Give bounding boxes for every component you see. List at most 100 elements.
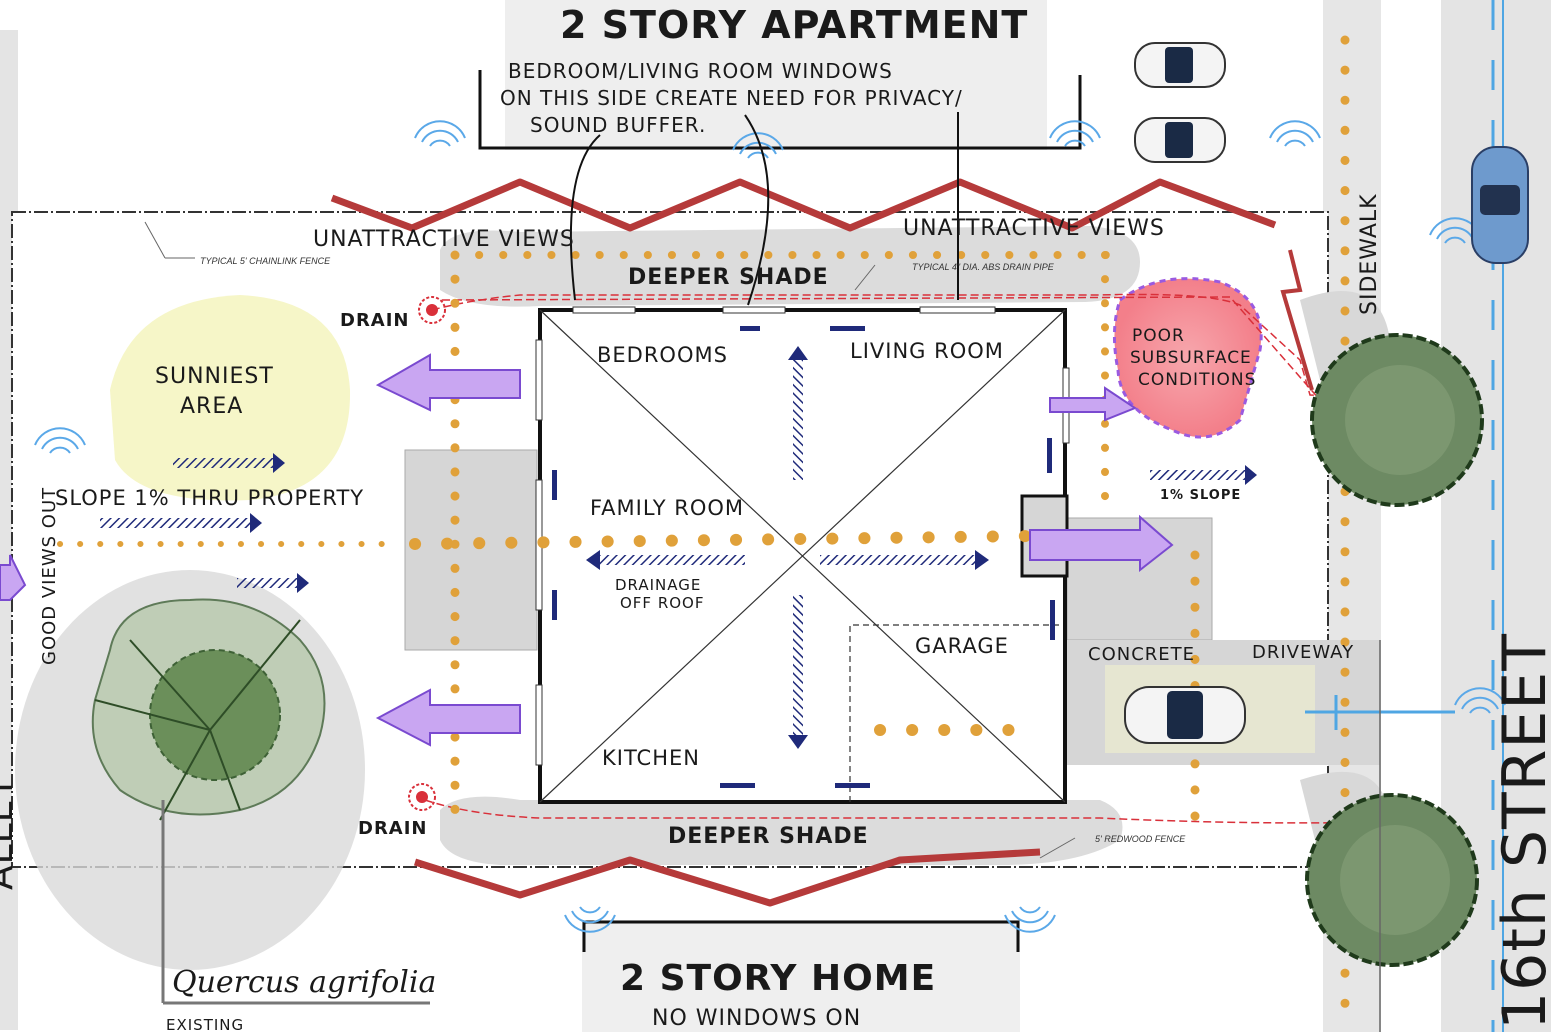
car-icon	[1471, 146, 1529, 264]
sunniest-label-1: SUNNIEST	[155, 364, 274, 389]
north-neighbor-title: 2 STORY APARTMENT	[560, 3, 1028, 47]
drainage-label-1: DRAINAGE	[615, 576, 701, 594]
drainage-arrow-icon	[793, 360, 803, 480]
window	[535, 339, 543, 421]
drainage-arrow-icon	[793, 595, 803, 735]
drainage-arrow-icon	[273, 453, 285, 473]
view-arrow-icon	[375, 688, 521, 747]
room-living: LIVING ROOM	[850, 339, 1004, 363]
noise-ring-icon	[414, 120, 466, 147]
noise-indicators	[34, 120, 1506, 933]
privacy-buffer-east	[1280, 249, 1314, 391]
drain-label-south: DRAIN	[358, 818, 428, 839]
north-note-line1: BEDROOM/LIVING ROOM WINDOWS	[508, 59, 893, 83]
oak-branches	[94, 619, 301, 821]
drainage-label-2: OFF ROOF	[620, 594, 705, 612]
noise-ring-icon	[1004, 906, 1056, 933]
noise-ring-icon	[1049, 120, 1101, 147]
drainage-arrow-icon	[552, 470, 557, 500]
deeper-shade-south: DEEPER SHADE	[668, 824, 869, 849]
drainage-arrow-icon	[830, 326, 865, 331]
north-note-line3: SOUND BUFFER.	[530, 113, 706, 137]
unattractive-views-left: UNATTRACTIVE VIEWS	[313, 227, 575, 252]
street-tree-2	[1305, 793, 1479, 967]
slope-label: SLOPE 1% THRU PROPERTY	[55, 486, 364, 510]
concrete-label: CONCRETE	[1088, 644, 1195, 665]
sunniest-area	[110, 295, 351, 501]
rear-patio	[404, 449, 538, 651]
drainage-arrow-icon	[1150, 470, 1245, 480]
poor-soil-1: POOR	[1132, 326, 1185, 346]
redwood-fence-callout: 5' REDWOOD FENCE	[1095, 834, 1186, 844]
drainage-arrow-icon	[975, 550, 989, 570]
car-icon	[1134, 117, 1226, 163]
unattractive-views-right: UNATTRACTIVE VIEWS	[903, 216, 1165, 241]
sidewalk-label: SIDEWALK	[1357, 193, 1382, 315]
drainage-arrow-icon	[586, 550, 600, 570]
drainage-arrow-icon	[173, 458, 273, 468]
view-arrow-icon	[0, 554, 27, 601]
window	[535, 684, 543, 766]
apartment-block	[505, 0, 1047, 150]
drainage-arrow-icon	[297, 573, 309, 593]
view-arrows	[0, 353, 1174, 747]
drainage-arrow-icon	[1245, 465, 1257, 485]
south-neighbor-title: 2 STORY HOME	[620, 958, 936, 999]
note-arrow	[744, 114, 770, 306]
north-shade-zone	[440, 226, 1140, 307]
sunniest-label-2: AREA	[180, 394, 243, 419]
drain-pipe-north-2	[441, 296, 1321, 401]
poor-subsurface-zone	[1112, 277, 1263, 439]
drain-pipe-south	[424, 799, 1381, 824]
privacy-buffer-south	[413, 848, 1041, 907]
street-label: 16th STREET	[1490, 633, 1551, 1030]
drainage-arrow-icon	[250, 513, 262, 533]
drainage-arrow-icon	[1047, 438, 1052, 473]
drainage-arrow-icon	[600, 555, 745, 565]
south-neighbor-note: NO WINDOWS ON	[652, 1006, 861, 1031]
drainage-arrow-icon	[237, 578, 297, 588]
home-block	[582, 920, 1020, 1032]
window	[919, 306, 996, 314]
drain-icon	[408, 783, 436, 811]
drain-icon	[418, 296, 446, 324]
drainage-arrow-icon	[552, 590, 557, 620]
tree-species-label: Quercus agrifolia	[172, 965, 436, 1000]
view-arrow-icon	[1029, 514, 1174, 573]
drainage-arrow-icon	[720, 783, 755, 788]
home-outline	[582, 920, 1020, 952]
poor-soil-3: CONDITIONS	[1138, 370, 1256, 390]
car-icon	[1134, 42, 1226, 88]
oak-tree	[91, 598, 326, 821]
drain-markers	[408, 296, 446, 811]
window	[572, 306, 636, 314]
drainage-arrow-icon	[788, 735, 808, 749]
drainage-arrows	[100, 326, 1257, 788]
alley-label: ALLEY	[0, 776, 21, 890]
good-views-label: GOOD VIEWS OUT	[39, 487, 60, 665]
callout-leader	[144, 221, 166, 259]
north-note-line2: ON THIS SIDE CREATE NEED FOR PRIVACY/	[500, 86, 963, 110]
drainage-arrow-icon	[100, 518, 250, 528]
drain-label-north: DRAIN	[340, 310, 410, 331]
callout-leader	[1039, 837, 1076, 859]
room-kitchen: KITCHEN	[602, 746, 700, 770]
driveway-label: DRIVEWAY	[1252, 642, 1354, 663]
car-icon	[1124, 686, 1246, 744]
deeper-shade-north: DEEPER SHADE	[628, 265, 829, 290]
noise-ring-icon	[732, 132, 784, 159]
drainage-arrow-icon	[1050, 600, 1055, 640]
south-shade-zone	[440, 796, 1123, 865]
apartment-outline	[478, 70, 1082, 150]
privacy-buffer-north	[330, 178, 1277, 232]
chainlink-callout: TYPICAL 5' CHAINLINK FENCE	[200, 256, 331, 266]
view-arrow-icon	[375, 353, 521, 412]
drainage-arrow-icon	[740, 326, 760, 331]
view-arrow-icon	[1049, 386, 1138, 422]
drainage-arrow-icon	[788, 346, 808, 360]
slope-small-label: 1% SLOPE	[1160, 488, 1241, 503]
noise-ring-icon	[1454, 687, 1506, 714]
note-arrow	[569, 134, 601, 301]
drainage-arrow-icon	[835, 783, 870, 788]
